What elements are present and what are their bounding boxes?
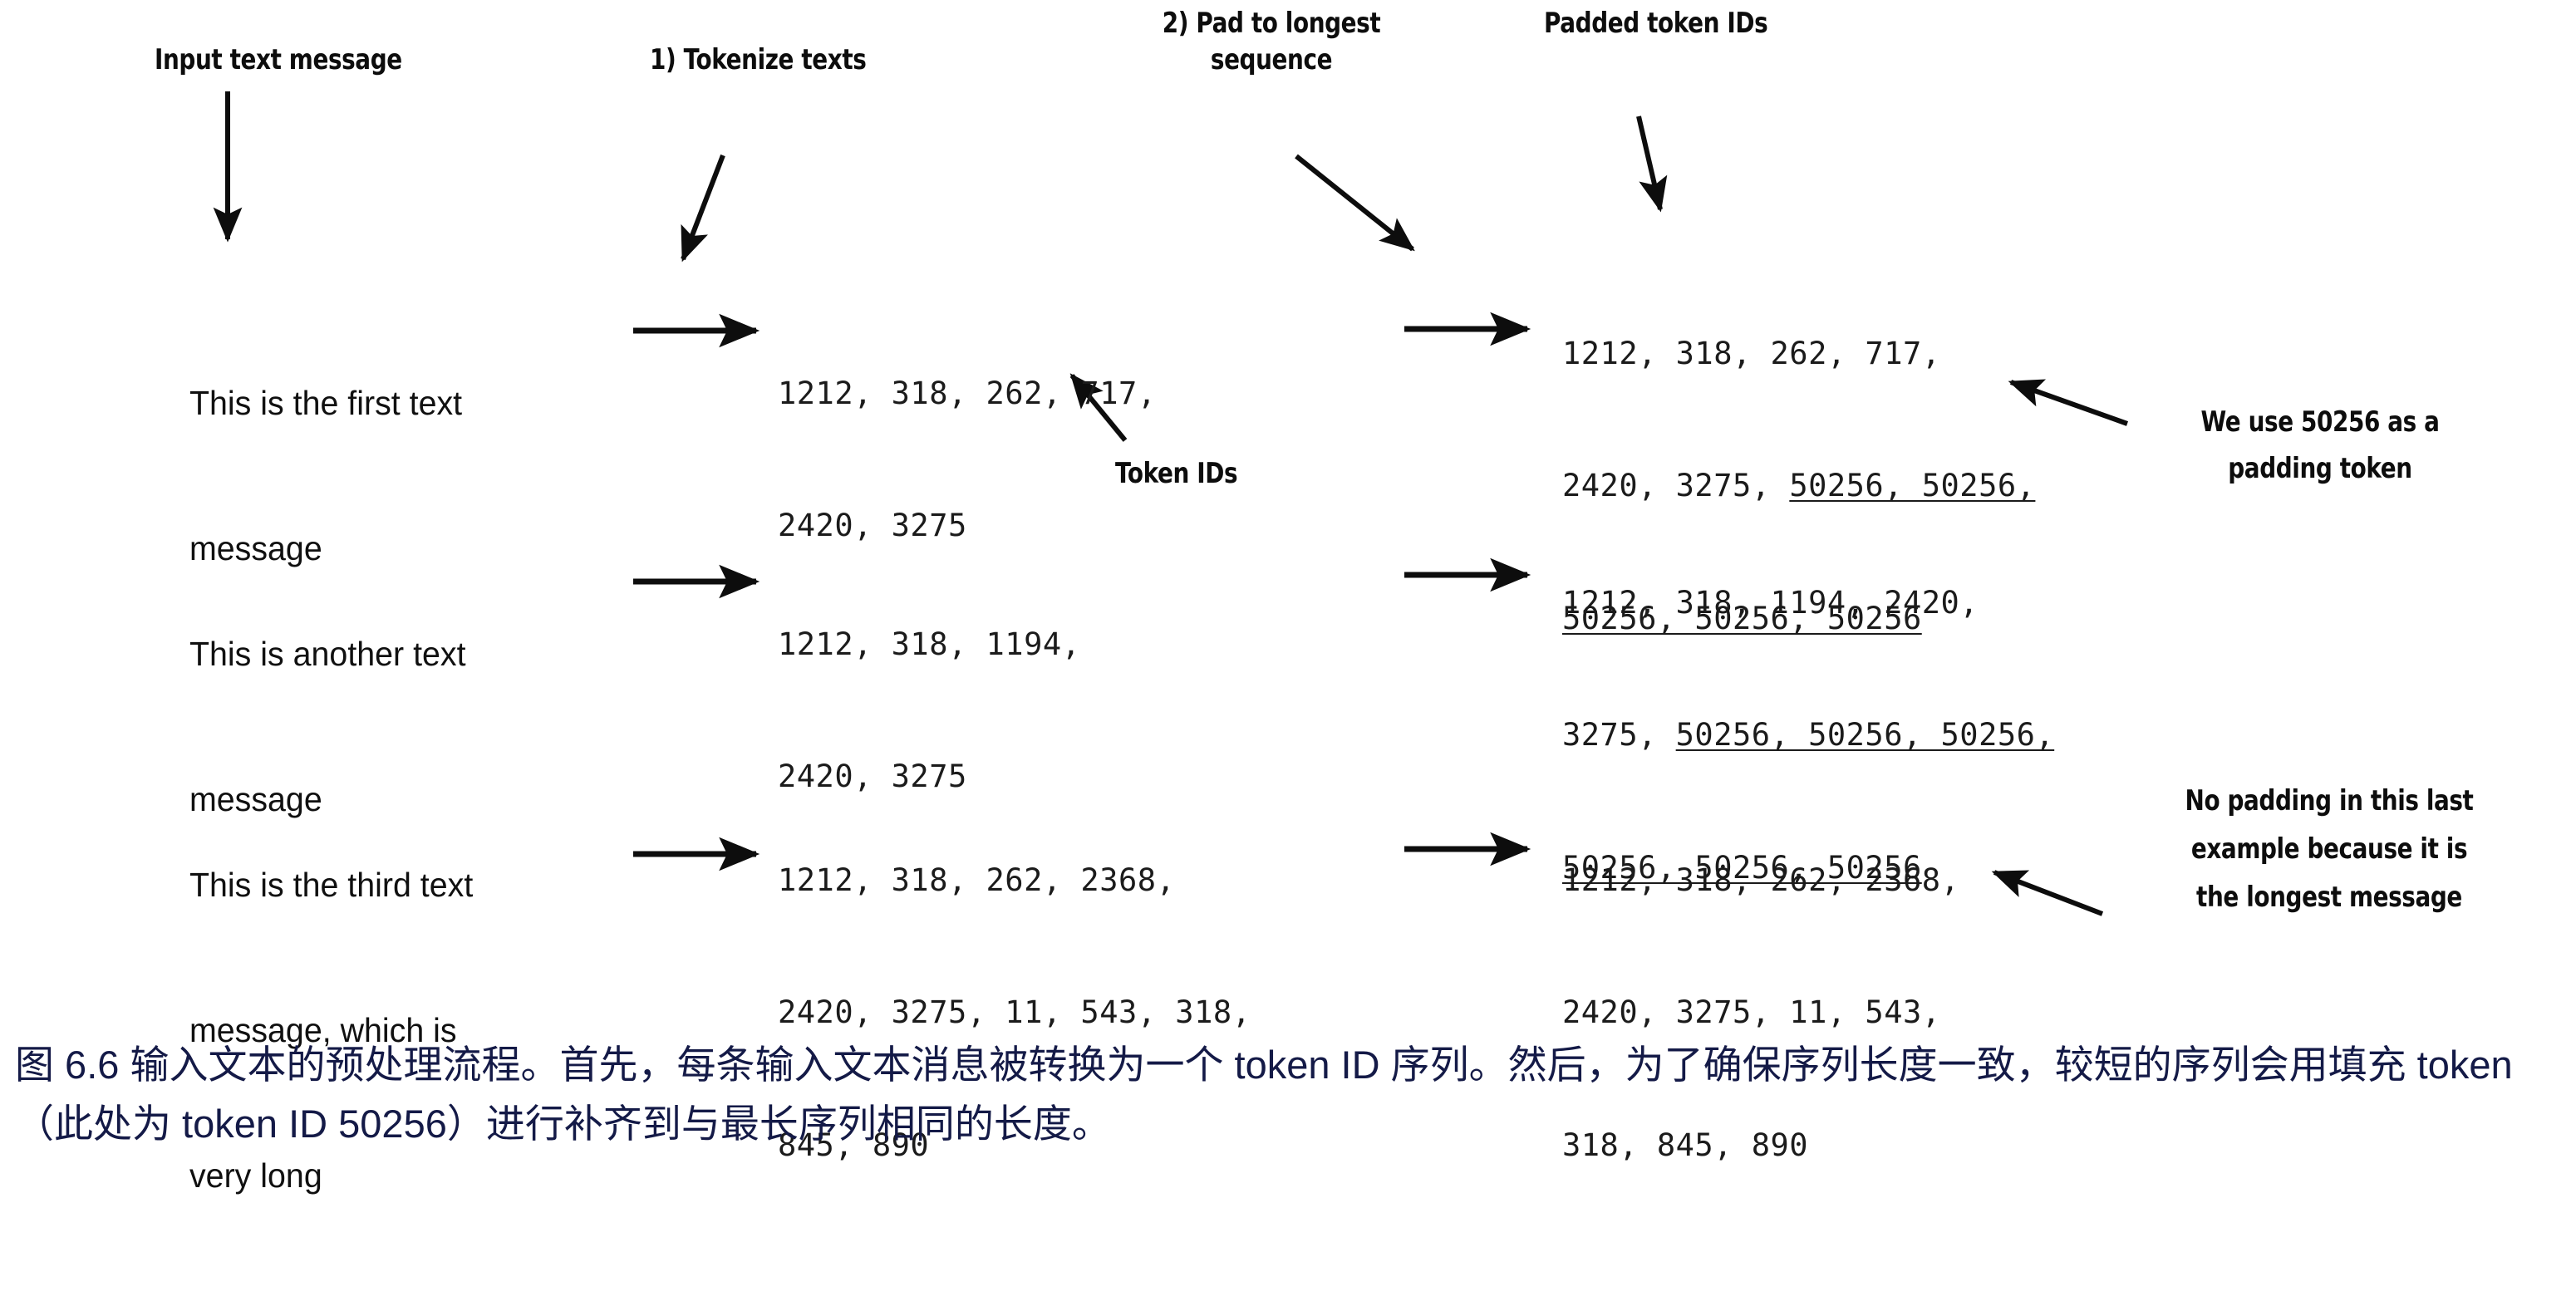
input-message-2-line-1: This is another text <box>189 635 466 674</box>
input-message-3: This is the third text message, which is… <box>189 764 473 1296</box>
token-ids-2-line-1: 1212, 318, 1194, <box>778 626 1081 662</box>
token-ids-1: 1212, 318, 262, 717, 2420, 3275 <box>778 282 1157 636</box>
padded-token-ids-1-line-1: 1212, 318, 262, 717, <box>1562 331 2035 376</box>
label-step-2-pad-line-1: 2) Pad to longest <box>1162 7 1381 40</box>
padded-token-ids-1-line-3: 50256, 50256, 50256 <box>1562 596 2035 641</box>
padding-token-span: 50256, 50256, <box>1789 468 2036 504</box>
input-message-1-line-2: message <box>189 529 322 568</box>
padded-token-ids-1-line-2: 2420, 3275, 50256, 50256, <box>1562 464 2035 508</box>
note-padding-token-line-1: We use 50256 as a <box>2200 405 2440 439</box>
token-id-span: 1212, 318, 262, 717, <box>1562 335 1941 371</box>
padding-token-span: 50256, 50256, 50256 <box>1562 850 1922 886</box>
input-message-3-line-3: very long <box>189 1156 322 1195</box>
padded-token-ids-3-line-3: 318, 845, 890 <box>1562 1123 1959 1167</box>
padded-token-ids-2: 1212, 318, 1194, 2420, 3275, 50256, 5025… <box>1562 492 2054 979</box>
token-ids-1-line-2: 2420, 3275 <box>778 508 967 544</box>
token-ids-2: 1212, 318, 1194, 2420, 3275 <box>778 533 1080 887</box>
note-no-padding-line-3: the longest message <box>2196 881 2462 914</box>
token-ids-3-line-1: 1212, 318, 262, 2368, <box>778 862 1176 898</box>
token-id-span: 3275, <box>1562 717 1676 754</box>
figure-canvas: Input text message 1) Tokenize texts 2) … <box>15 7 2513 1195</box>
note-no-padding-line-1: No padding in this last <box>2185 784 2474 817</box>
input-message-3-line-1: This is the third text <box>189 866 474 905</box>
input-message-1-line-1: This is the first text <box>189 384 463 423</box>
token-id-span: 1212, 318, 1194, 2420, <box>1562 584 1979 621</box>
input-message-3-line-2: message, which is <box>189 1011 457 1050</box>
padding-token-span: 50256, 50256, 50256, <box>1675 717 2055 754</box>
padded-token-ids-2-line-2: 3275, 50256, 50256, 50256, <box>1562 713 2054 757</box>
token-id-span: 2420, 3275, 11, 543, <box>1562 994 1941 1031</box>
padded-token-ids-3-line-1: 1212, 318, 262, 2368, <box>1562 858 1959 902</box>
token-id-span: 1212, 318, 262, 2368, <box>1562 862 1960 898</box>
label-padded-token-ids: Padded token IDs <box>1544 7 1768 40</box>
note-no-padding-line-2: example because it is <box>2190 832 2468 866</box>
token-ids-3-line-3: 845, 890 <box>778 1127 930 1164</box>
padded-token-ids-2-line-3: 50256, 50256, 50256 <box>1562 846 2054 890</box>
label-token-ids: Token IDs <box>1115 457 1238 490</box>
input-message-2: This is another text message <box>189 533 466 920</box>
padded-token-ids-1: 1212, 318, 262, 717, 2420, 3275, 50256, … <box>1562 243 2035 729</box>
padded-token-ids-3: 1212, 318, 262, 2368, 2420, 3275, 11, 54… <box>1562 769 1959 1256</box>
input-message-1: This is the first text message <box>189 282 462 670</box>
token-ids-1-line-1: 1212, 318, 262, 717, <box>778 375 1157 411</box>
figure-caption: 图 6.6 输入文本的预处理流程。首先，每条输入文本消息被转换为一个 token… <box>15 1043 2513 1146</box>
padding-token-span: 50256, 50256, 50256 <box>1562 601 1922 637</box>
label-step-2-pad-line-2: sequence <box>1210 43 1333 76</box>
label-step-1-tokenize: 1) Tokenize texts <box>650 43 867 76</box>
token-ids-3: 1212, 318, 262, 2368, 2420, 3275, 11, 54… <box>778 769 1251 1256</box>
note-padding-token-line-2: padding token <box>2228 452 2412 485</box>
label-input-text-message: Input text message <box>155 43 402 76</box>
padded-token-ids-3-line-2: 2420, 3275, 11, 543, <box>1562 990 1959 1034</box>
padded-token-ids-2-line-1: 1212, 318, 1194, 2420, <box>1562 581 2054 625</box>
token-ids-3-line-2: 2420, 3275, 11, 543, 318, <box>778 994 1251 1031</box>
input-message-2-line-2: message <box>189 780 322 819</box>
arrow-padded-token-ids <box>1636 115 1668 213</box>
arrow-tokenize <box>681 154 725 263</box>
token-ids-2-line-2: 2420, 3275 <box>778 758 967 795</box>
token-id-span: 2420, 3275, <box>1562 468 1790 504</box>
arrow-pad-to-longest <box>1295 154 1415 252</box>
token-id-span: 318, 845, 890 <box>1562 1127 1809 1164</box>
